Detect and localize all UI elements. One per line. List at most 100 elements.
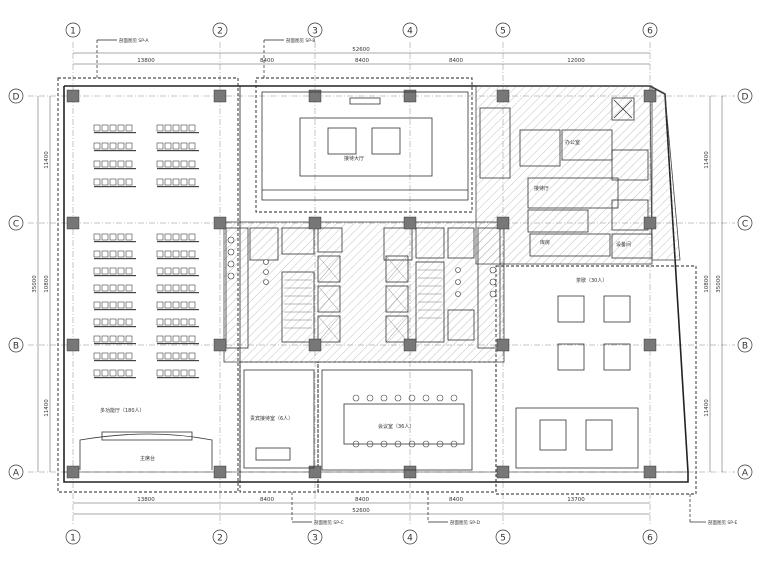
desk-row	[94, 360, 136, 362]
small-meeting-room	[243, 369, 315, 469]
seat	[180, 352, 188, 360]
seat	[109, 124, 117, 132]
seat	[188, 352, 196, 360]
column-bubble: 3	[307, 529, 323, 545]
column-labels-top: 1 2 3 4 5 6	[65, 22, 658, 38]
desk-row	[157, 186, 199, 188]
desk-row	[94, 292, 136, 294]
svg-text:3: 3	[312, 534, 318, 544]
hatched-core	[223, 85, 681, 363]
section-tag: 剖面图见 SP-E	[689, 494, 738, 526]
column-bubble: 5	[495, 22, 511, 38]
seat	[180, 267, 188, 275]
stair-treads	[284, 269, 442, 329]
seat	[180, 178, 188, 186]
column-bubble: 2	[212, 22, 228, 38]
seat	[93, 267, 101, 275]
lounge	[515, 295, 639, 469]
desk-row	[157, 326, 199, 328]
column-bubble: 4	[402, 22, 418, 38]
svg-text:5: 5	[500, 27, 506, 37]
dim-overall-top: 52600	[352, 47, 370, 53]
seat	[172, 124, 180, 132]
column-bubble: 4	[402, 529, 418, 545]
dim-right-3: 11400	[704, 399, 710, 417]
seat	[180, 301, 188, 309]
seat	[188, 369, 196, 377]
dim-bottom-3: 8400	[355, 497, 369, 503]
seat	[93, 284, 101, 292]
seat	[164, 318, 172, 326]
columns	[66, 89, 657, 479]
seat	[109, 369, 117, 377]
seat	[180, 284, 188, 292]
meeting-chair	[394, 394, 402, 402]
label-equipment: 设备间	[616, 241, 631, 248]
svg-text:B: B	[13, 342, 19, 352]
dim-left-2: 10800	[44, 275, 50, 293]
desk-row	[157, 132, 199, 134]
desk-row	[157, 377, 199, 379]
seat	[117, 369, 125, 377]
svg-text:2: 2	[217, 534, 223, 544]
seat	[156, 335, 164, 343]
seat	[188, 250, 196, 258]
dim-top-3: 8400	[355, 58, 369, 64]
seat	[156, 233, 164, 241]
seat	[101, 233, 109, 241]
desk-row	[94, 132, 136, 134]
seat	[172, 250, 180, 258]
dim-bottom-4: 8400	[449, 497, 463, 503]
seat	[188, 335, 196, 343]
seat	[188, 301, 196, 309]
seat	[164, 284, 172, 292]
meeting-chair	[436, 440, 444, 448]
seat	[117, 160, 125, 168]
meeting-chair	[408, 394, 416, 402]
label-lounge: 茶歇（30人）	[576, 277, 607, 284]
dim-bottom-1: 13800	[137, 497, 155, 503]
seat	[164, 233, 172, 241]
seat	[93, 335, 101, 343]
svg-text:2: 2	[217, 27, 223, 37]
seat	[93, 124, 101, 132]
seat	[125, 335, 133, 343]
column-bubble: 3	[307, 22, 323, 38]
stage	[79, 431, 213, 470]
meeting-chair	[450, 440, 458, 448]
dimension-lines	[37, 52, 723, 515]
seat	[180, 369, 188, 377]
seat	[93, 178, 101, 186]
dim-top-5: 12000	[567, 58, 585, 64]
seat	[125, 284, 133, 292]
seat	[156, 267, 164, 275]
svg-text:C: C	[742, 220, 748, 230]
seat	[117, 178, 125, 186]
seat	[101, 369, 109, 377]
seat	[180, 160, 188, 168]
seat	[172, 160, 180, 168]
desk-row	[157, 343, 199, 345]
desk-row	[157, 150, 199, 152]
seat	[109, 142, 117, 150]
desk-row	[94, 258, 136, 260]
meeting-chair	[436, 394, 444, 402]
desk-row	[94, 168, 136, 170]
seat	[125, 160, 133, 168]
seat	[164, 178, 172, 186]
column-bubble: 2	[212, 529, 228, 545]
seat	[172, 301, 180, 309]
elevator-crosses	[317, 255, 409, 343]
dim-top-2: 8400	[260, 58, 274, 64]
seat	[172, 335, 180, 343]
desk-row	[94, 275, 136, 277]
svg-text:3: 3	[312, 27, 318, 37]
seat	[125, 233, 133, 241]
row-bubble: A	[737, 464, 753, 480]
svg-text:D: D	[13, 93, 20, 103]
svg-text:剖面图见 SP-D: 剖面图见 SP-D	[450, 519, 481, 526]
meeting-room	[321, 369, 473, 471]
svg-text:D: D	[742, 93, 749, 103]
svg-text:1: 1	[70, 534, 76, 544]
